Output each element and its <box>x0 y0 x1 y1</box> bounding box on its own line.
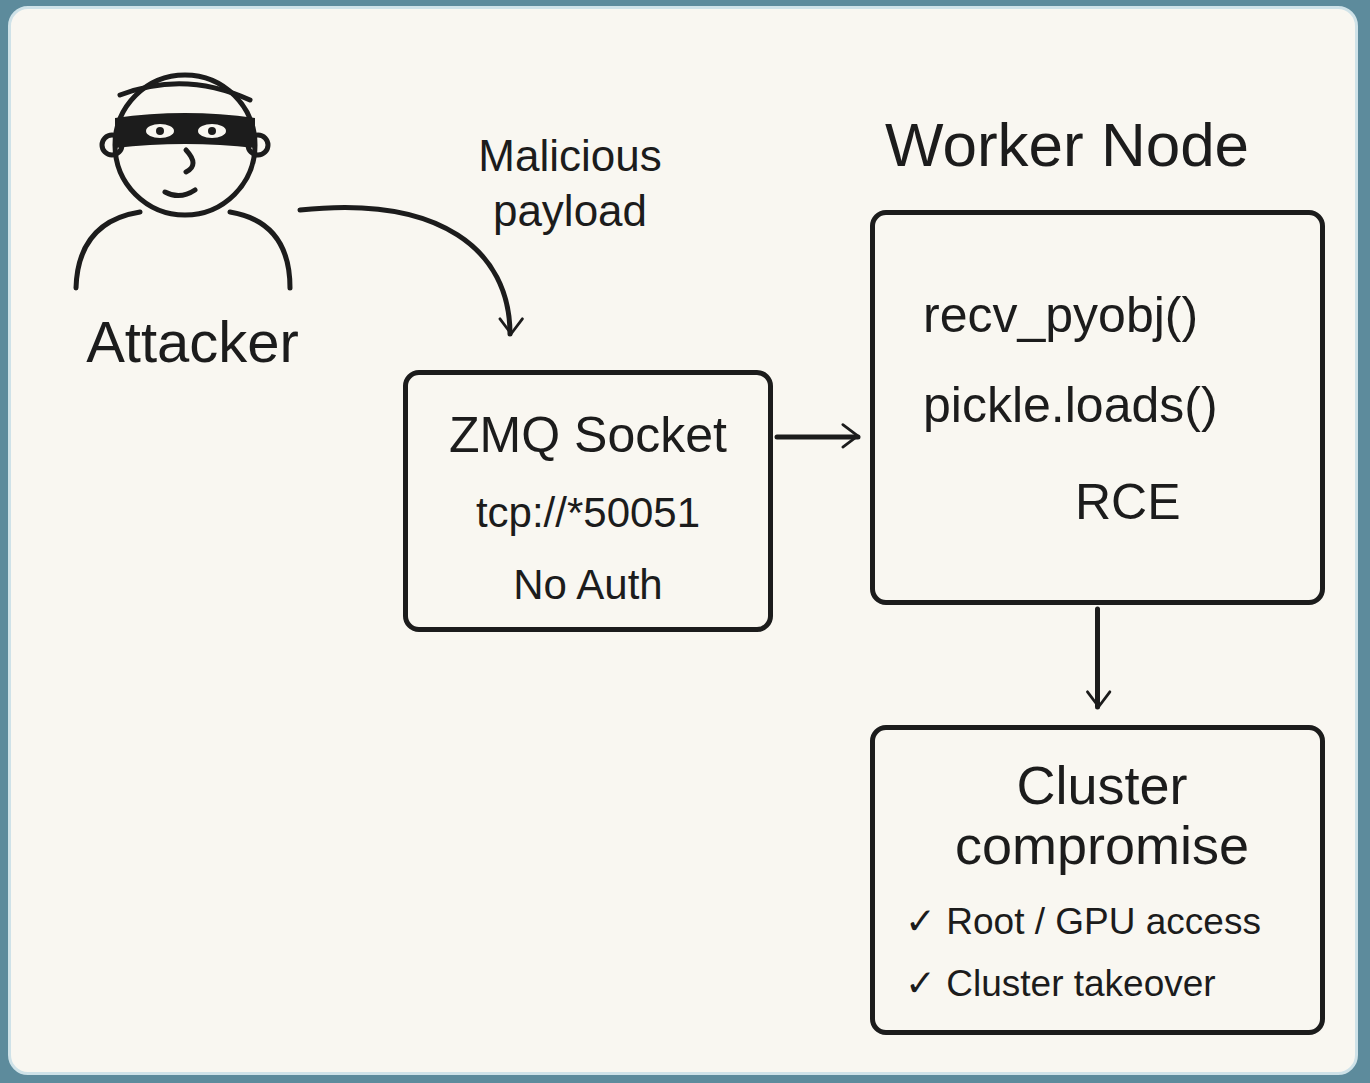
edge-label: Malicious payload <box>445 128 695 238</box>
attacker-mask <box>115 113 255 148</box>
box-title: Cluster compromise <box>932 755 1272 876</box>
socket-box: ZMQ Socket tcp://*50051 No Auth <box>403 370 773 632</box>
attacker-head <box>115 75 255 215</box>
arrow-connector <box>1095 609 1100 707</box>
function-call: recv_pyobj() <box>923 285 1323 345</box>
arrow-connector <box>300 208 510 334</box>
eye-pupil <box>156 127 164 135</box>
attacker-mouth <box>165 190 195 196</box>
eye-pupil <box>208 127 216 135</box>
auth-status: No Auth <box>418 560 758 610</box>
impact-label: RCE <box>1075 472 1305 532</box>
function-call: pickle.loads() <box>923 375 1323 435</box>
arrow-connector <box>777 435 858 440</box>
box-heading: Worker Node <box>885 108 1325 182</box>
impact-box: Cluster compromise ✓ Root / GPU access ✓ C… <box>870 725 1325 1035</box>
socket-address: tcp://*50051 <box>418 488 758 538</box>
impact-item: ✓ Cluster takeover <box>905 962 1320 1006</box>
mask-eye <box>146 124 174 138</box>
attacker-shoulders <box>76 212 290 288</box>
attacker-nose <box>186 150 193 172</box>
attacker-label: Attacker <box>55 307 330 377</box>
impact-item: ✓ Root / GPU access <box>905 900 1320 944</box>
mask-eye <box>198 124 226 138</box>
worker-box: Worker Noderecv_pyobj()pickle.loads()RCE <box>870 210 1325 605</box>
attacker-cap-line <box>120 84 250 100</box>
box-title: ZMQ Socket <box>418 405 758 465</box>
attacker-figure: Attacker <box>55 65 330 391</box>
